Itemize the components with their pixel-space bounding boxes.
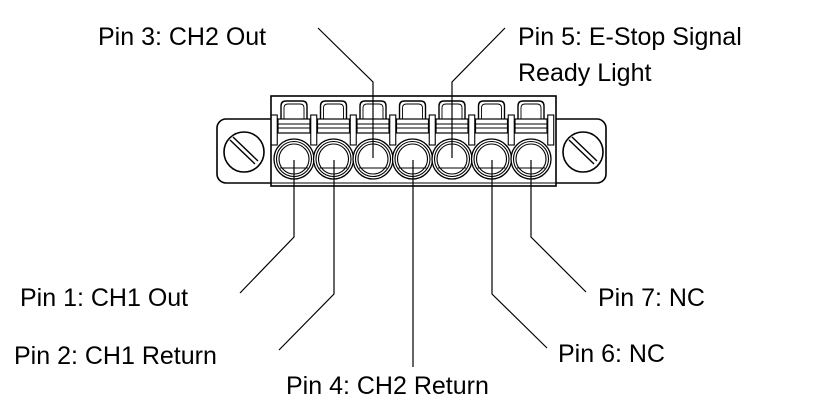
pin-7-label: Pin 7: NC bbox=[598, 284, 705, 312]
leader-pin-6 bbox=[491, 160, 548, 349]
pin-holes bbox=[273, 138, 552, 180]
separator-post bbox=[389, 114, 397, 146]
wire-clamp bbox=[477, 100, 506, 119]
pin-5-label: Pin 5: E-Stop Signal bbox=[518, 23, 742, 51]
right-screw-icon bbox=[562, 131, 604, 173]
pin-2-label: Pin 2: CH1 Return bbox=[14, 342, 217, 370]
clamp-bar bbox=[277, 118, 311, 134]
separator-post bbox=[310, 114, 318, 146]
pin-1-label: Pin 1: CH1 Out bbox=[20, 284, 188, 312]
wire-clamp bbox=[319, 100, 348, 119]
clamp-bar bbox=[316, 118, 351, 134]
wire-clamp bbox=[280, 100, 308, 119]
separator-post bbox=[468, 114, 476, 146]
separator-post bbox=[507, 114, 515, 146]
leader-lines bbox=[239, 27, 587, 367]
leader-pin-2 bbox=[278, 160, 335, 351]
separator-post bbox=[547, 114, 555, 146]
separator-post bbox=[349, 114, 357, 146]
left-screw-icon bbox=[223, 131, 265, 173]
separator-post bbox=[270, 114, 278, 146]
pin-5-label-line2: Ready Light bbox=[518, 59, 651, 87]
clamp-bar bbox=[514, 118, 548, 134]
wire-clamp bbox=[398, 100, 427, 119]
separator-post bbox=[428, 114, 436, 146]
wire-clamp bbox=[517, 100, 545, 119]
leader-pin-1 bbox=[239, 160, 295, 294]
clamp-bar bbox=[395, 118, 430, 134]
pin-7-hole bbox=[510, 138, 552, 180]
leader-pin-5 bbox=[451, 27, 506, 158]
pin-4-label: Pin 4: CH2 Return bbox=[286, 372, 489, 400]
leader-pin-7 bbox=[530, 160, 587, 293]
pin-6-label: Pin 6: NC bbox=[558, 340, 665, 368]
leader-pin-3 bbox=[317, 27, 374, 158]
pin-3-label: Pin 3: CH2 Out bbox=[98, 23, 266, 51]
clamp-bar bbox=[474, 118, 509, 134]
